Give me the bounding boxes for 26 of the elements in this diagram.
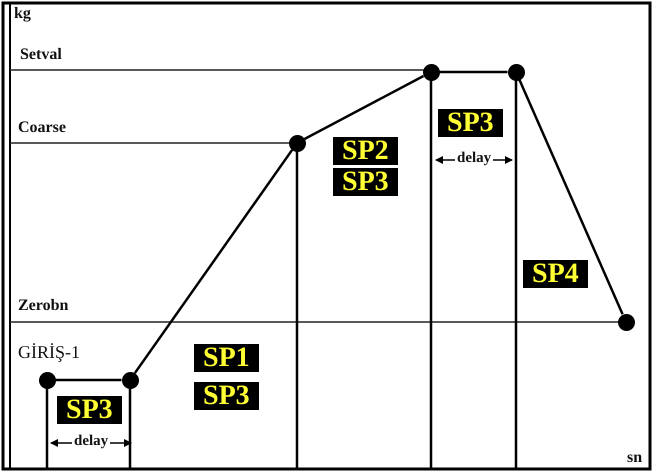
step-tag: SP3 [438, 109, 503, 137]
axis-label: kg [14, 5, 31, 23]
step-tag: SP3 [57, 396, 122, 424]
point-dot [618, 314, 634, 330]
level-label: Zerobn [18, 297, 68, 315]
step-tag: SP2 [333, 137, 398, 165]
delay-label: delay [74, 433, 108, 449]
point-dot [288, 134, 306, 152]
point-dot [122, 372, 138, 388]
curve-segment [518, 79, 624, 315]
curve-segment [56, 378, 122, 382]
curve-segment [134, 149, 294, 374]
point-dot [422, 64, 440, 80]
step-tag: SP3 [333, 168, 398, 196]
step-tag: SP3 [194, 382, 259, 410]
step-tag: SP1 [194, 344, 259, 372]
curve-segment [440, 70, 508, 74]
point-dot [508, 64, 524, 80]
level-label: Coarse [18, 119, 66, 137]
point-dot [38, 372, 56, 388]
level-label: Setval [20, 46, 62, 64]
level-label: GİRİŞ-1 [18, 343, 80, 361]
axis-label: sn [627, 449, 642, 467]
step-tag: SP4 [523, 260, 588, 288]
delay-label: delay [457, 150, 492, 166]
curve-segment [304, 74, 424, 140]
